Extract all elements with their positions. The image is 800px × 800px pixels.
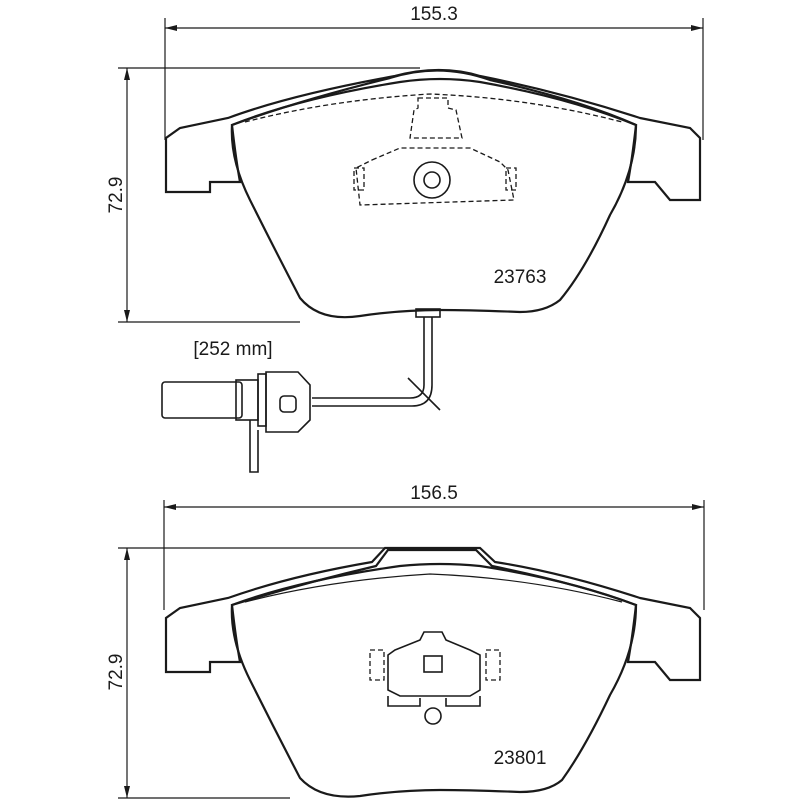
- bottom-height-dimension: 72.9: [106, 547, 420, 799]
- top-width-dimension: 155.3: [164, 4, 704, 140]
- top-height-dimension: 72.9: [106, 67, 420, 323]
- bottom-height-label: 72.9: [106, 654, 127, 691]
- bottom-friction-lining: [230, 562, 638, 798]
- bottom-width-dimension: 156.5: [163, 483, 705, 610]
- top-width-label: 155.3: [410, 4, 458, 25]
- top-height-label: 72.9: [106, 177, 127, 214]
- bottom-width-label: 156.5: [410, 483, 458, 504]
- top-backing-plate: [164, 68, 702, 202]
- top-friction-lining: [230, 77, 638, 319]
- wear-sensor: [252 mm]: [161, 308, 441, 473]
- bottom-part-number: 23801: [494, 748, 547, 769]
- sensor-length-label: [252 mm]: [193, 339, 272, 360]
- top-pad: 155.3 72.9 23763: [106, 4, 704, 323]
- bottom-pad: 156.5 72.9 23801: [106, 483, 705, 799]
- top-clip: [353, 97, 517, 206]
- bottom-backing-plate: [164, 546, 702, 682]
- top-part-number: 23763: [494, 267, 547, 288]
- bottom-clip: [369, 631, 501, 725]
